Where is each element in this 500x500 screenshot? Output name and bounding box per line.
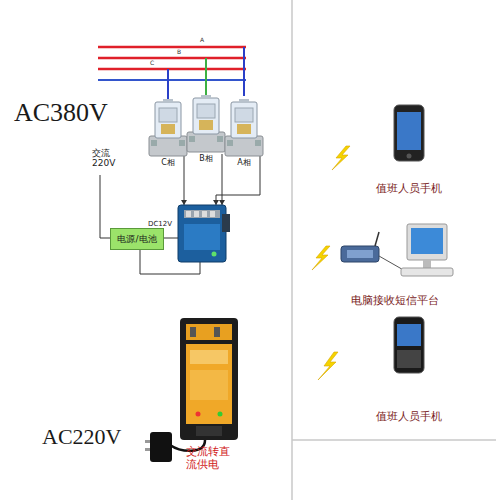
- phase-label: C: [150, 60, 154, 67]
- wireless-signal: [312, 146, 350, 380]
- illustration: [320, 222, 470, 282]
- illustration: [186, 94, 226, 154]
- computer-icon: [335, 222, 455, 282]
- illustration: [364, 316, 454, 374]
- node-label: B相: [186, 154, 226, 164]
- voltage-label: DC12V: [148, 220, 172, 228]
- node-label: C相: [148, 158, 188, 168]
- node-label: A相: [224, 158, 264, 168]
- phone-icon: [393, 104, 425, 162]
- node-label: 电脑接收短信平台: [320, 294, 470, 307]
- phase-label: A: [200, 37, 204, 44]
- supply-wire: [164, 238, 178, 239]
- phone-icon: [393, 316, 425, 374]
- illustration: [148, 98, 188, 158]
- illustration: [364, 104, 454, 162]
- relay-symbol: [148, 98, 188, 158]
- node-label: 值班人员手机: [364, 182, 454, 195]
- relay-node: A相: [224, 98, 264, 168]
- relay-symbol: [186, 94, 226, 154]
- receiver-node: 值班人员手机: [364, 104, 454, 195]
- illustration: [224, 98, 264, 158]
- node-label: 电源/电池: [117, 234, 156, 245]
- relay-symbol: [224, 98, 264, 158]
- relay-node: B相: [186, 94, 226, 164]
- voltage-label: AC220V: [42, 424, 121, 449]
- monitor-device: [178, 205, 230, 262]
- supply-note: 交流转直流供电: [186, 446, 234, 471]
- receiver-node: 值班人员手机: [364, 316, 454, 423]
- node-label: 值班人员手机: [364, 410, 454, 423]
- alarm-device: [180, 318, 238, 440]
- phase-label: B: [177, 49, 181, 56]
- supply-label: 交流 220V: [92, 148, 120, 169]
- relay-node: C相: [148, 98, 188, 168]
- voltage-label: AC380V: [14, 98, 108, 128]
- power-box: 电源/电池: [110, 228, 164, 250]
- receiver-node: 电脑接收短信平台: [320, 222, 470, 307]
